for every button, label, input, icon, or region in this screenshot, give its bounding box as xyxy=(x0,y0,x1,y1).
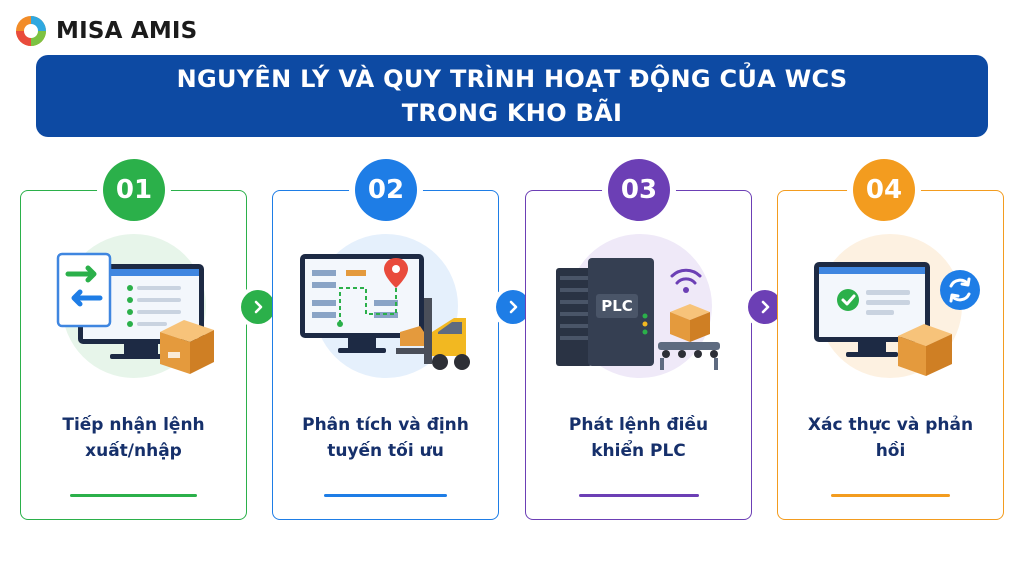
step-label-3: Phát lệnh điều khiển PLC xyxy=(568,415,709,461)
monitor-verified-sync-icon xyxy=(814,234,980,378)
step-underline-2 xyxy=(324,494,447,497)
chevron-right-icon xyxy=(509,300,518,314)
brand-logo: MISA AMIS xyxy=(14,12,197,50)
step-badge-4: 04 xyxy=(853,159,915,221)
step-connector-2 xyxy=(496,290,530,324)
title-banner: NGUYÊN LÝ VÀ QUY TRÌNH HOẠT ĐỘNG CỦA WCS… xyxy=(36,55,988,137)
page-title: NGUYÊN LÝ VÀ QUY TRÌNH HOẠT ĐỘNG CỦA WCS… xyxy=(176,65,848,127)
plc-text: PLC xyxy=(601,297,633,315)
step-connector-3 xyxy=(748,290,782,324)
step-badge-2: 02 xyxy=(355,159,417,221)
step-label-4: Xác thực và phản hồi xyxy=(807,415,974,461)
step-badge-3: 03 xyxy=(608,159,670,221)
chevron-right-icon xyxy=(254,300,263,314)
step-underline-3 xyxy=(579,494,699,497)
brand-name: MISA AMIS xyxy=(56,18,198,44)
map-route-forklift-icon xyxy=(300,234,470,378)
step-badge-1: 01 xyxy=(103,159,165,221)
misa-logo-icon xyxy=(16,16,46,46)
step-connector-1 xyxy=(241,290,275,324)
step-label-2: Phân tích và định tuyến tối ưu xyxy=(302,415,469,461)
step-label-1: Tiếp nhận lệnh xuất/nhập xyxy=(62,415,205,461)
chevron-right-icon xyxy=(761,300,770,314)
step-underline-1 xyxy=(70,494,197,497)
monitor-checklist-box-icon xyxy=(56,234,214,378)
step-underline-4 xyxy=(831,494,950,497)
plc-controller-conveyor-icon: PLC xyxy=(556,234,720,378)
